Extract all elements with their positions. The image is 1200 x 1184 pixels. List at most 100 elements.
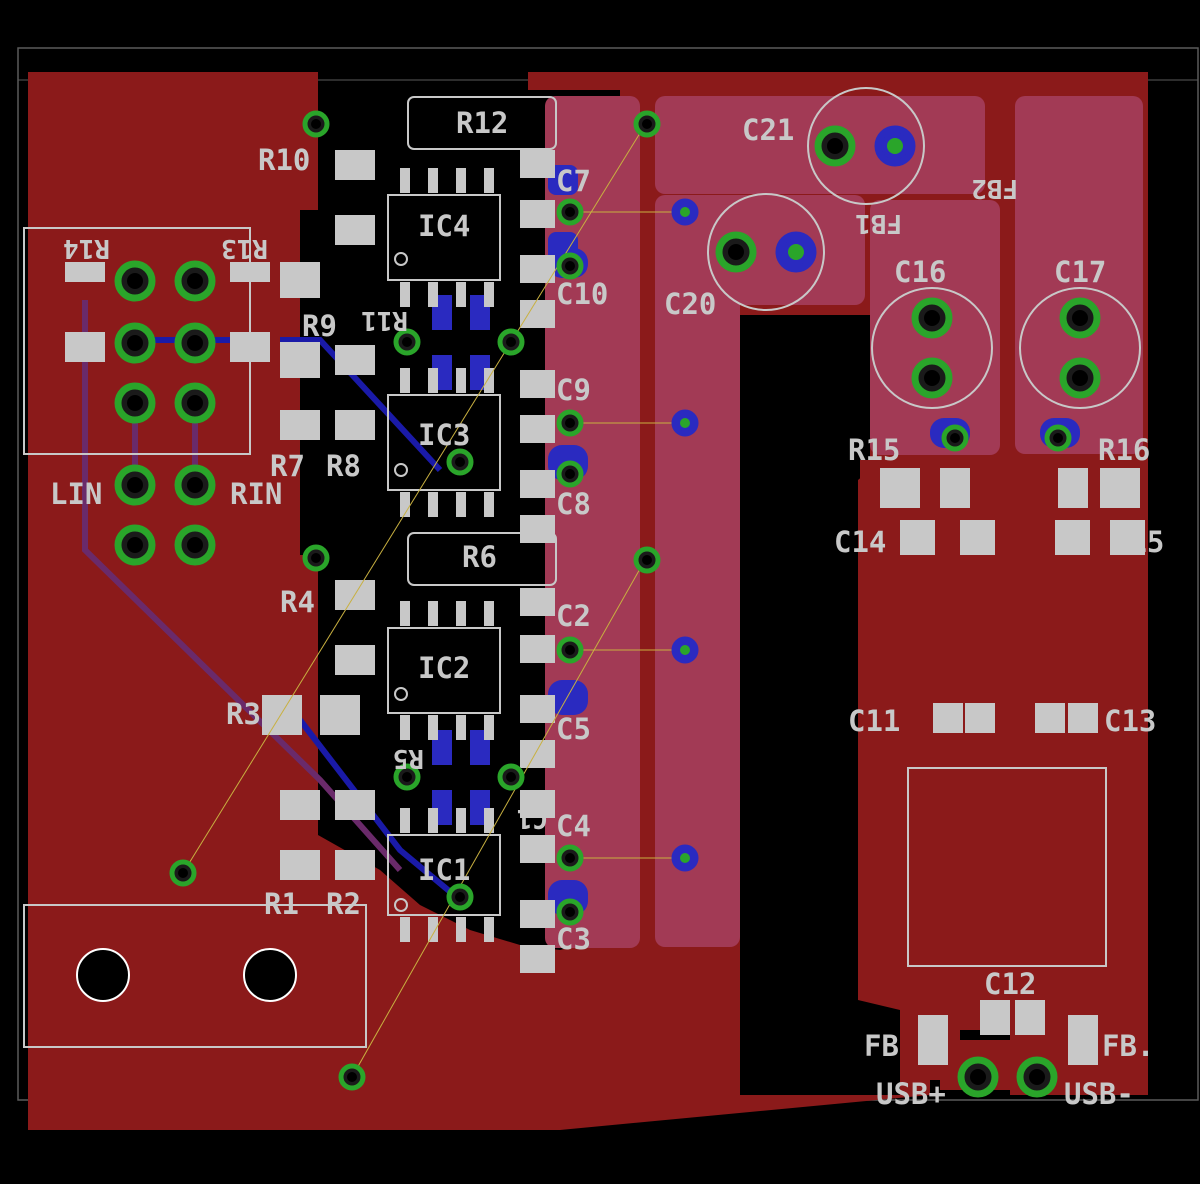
smd-pad (1068, 703, 1098, 733)
label-ic1: IC1 (418, 853, 470, 887)
via-hole (788, 244, 804, 260)
via-hole (187, 273, 203, 289)
label-rin: RIN (230, 477, 282, 511)
via-hole (642, 555, 652, 565)
label-usb-plus: USB+ (876, 1077, 946, 1111)
via-hole (1029, 1069, 1045, 1085)
via-hole (924, 370, 940, 386)
ic-pin (400, 368, 410, 393)
ic-pin (400, 601, 410, 626)
smd-pad (262, 695, 302, 735)
ic-pin (428, 368, 438, 393)
pour-light-4 (1015, 96, 1143, 454)
label-r3: R3 (226, 697, 261, 731)
label-c10: C10 (556, 277, 608, 311)
ic-pin (456, 168, 466, 193)
smd-pad (960, 520, 995, 555)
ic-pin (428, 808, 438, 833)
label-r2: R2 (326, 887, 361, 921)
via-hole (455, 457, 465, 467)
via-hole (565, 469, 575, 479)
via-hole (565, 853, 575, 863)
via-hole (311, 119, 321, 129)
ic-pin (400, 492, 410, 517)
ic-pin (484, 808, 494, 833)
label-lin: LIN (50, 477, 102, 511)
ic-pin (428, 492, 438, 517)
via-hole (1072, 310, 1088, 326)
smd-pad (335, 215, 375, 245)
smd-pad (880, 468, 920, 508)
smd-pad (335, 150, 375, 180)
via-hole (642, 119, 652, 129)
smd-pad (65, 332, 105, 362)
label-r7: R7 (270, 449, 305, 483)
regulator-traces (860, 460, 1140, 1090)
smd-pad (520, 515, 555, 543)
via-hole (680, 853, 690, 863)
label-r8: R8 (326, 449, 361, 483)
smd-pad (520, 790, 555, 818)
smd-pad (1058, 468, 1088, 508)
via-hole (127, 537, 143, 553)
via-hole (127, 273, 143, 289)
ic-pin (484, 282, 494, 307)
label-c5: C5 (556, 712, 591, 746)
ic-pin (428, 601, 438, 626)
label-c9: C9 (556, 373, 591, 407)
pour-light-1 (545, 96, 640, 948)
via-hole (347, 1072, 357, 1082)
ic-pin (428, 715, 438, 740)
label-c11: C11 (848, 704, 900, 738)
smd-pad (335, 850, 375, 880)
label-r6: R6 (462, 540, 497, 574)
smd-pad (520, 588, 555, 616)
smd-pad (320, 695, 360, 735)
smd-pad (280, 850, 320, 880)
label-r12: R12 (456, 106, 508, 140)
label-r10: R10 (258, 143, 310, 177)
label-c16: C16 (894, 255, 946, 289)
label-r1: R1 (264, 887, 299, 921)
label-ic2: IC2 (418, 651, 470, 685)
label-c2: C2 (556, 599, 591, 633)
ic-pin (484, 168, 494, 193)
ic-pin (484, 601, 494, 626)
via-hole (127, 477, 143, 493)
via-hole (506, 772, 516, 782)
ic-pin (484, 368, 494, 393)
ic-pin (456, 368, 466, 393)
label-c1: C1 (517, 803, 548, 833)
ic-pin (400, 715, 410, 740)
smd-pad (520, 300, 555, 328)
ic-pin (428, 917, 438, 942)
label-fb-right: FB. (1102, 1029, 1154, 1063)
void-center (740, 315, 900, 1095)
ic-pin (456, 808, 466, 833)
ic-pin (484, 492, 494, 517)
smd-pads (65, 150, 1145, 1065)
smd-pad (1015, 1000, 1045, 1035)
smd-pad (965, 703, 995, 733)
smd-pad (335, 790, 375, 820)
via-hole (970, 1069, 986, 1085)
smd-pad (1100, 468, 1140, 508)
label-c4: C4 (556, 809, 591, 843)
via-hole (506, 337, 516, 347)
ic-pin (484, 917, 494, 942)
smd-pad (65, 262, 105, 282)
via-hole (178, 868, 188, 878)
via-hole (565, 907, 575, 917)
smd-pad (520, 370, 555, 398)
via-hole (680, 645, 690, 655)
via-hole (187, 537, 203, 553)
label-r9: R9 (302, 309, 337, 343)
smd-pad (1068, 1015, 1098, 1065)
label-r14: R14 (63, 233, 110, 263)
smd-pad (335, 410, 375, 440)
ic-pin (456, 917, 466, 942)
smd-pad (918, 1015, 948, 1065)
ic-pin (400, 917, 410, 942)
via-hole (680, 207, 690, 217)
